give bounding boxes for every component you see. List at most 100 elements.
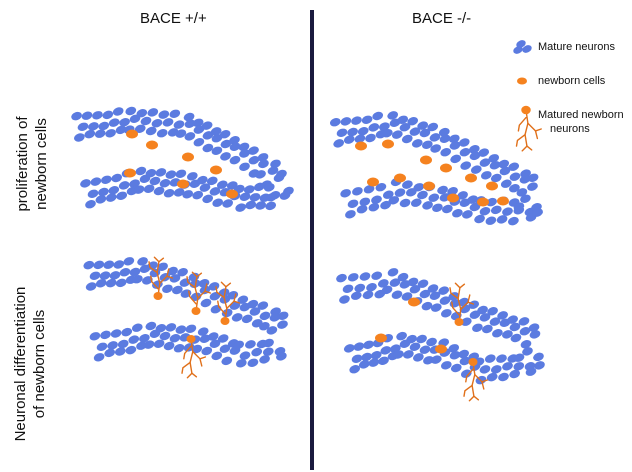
mature-neuron	[366, 282, 377, 292]
newborn-cell	[440, 163, 452, 173]
newborn-cell	[408, 297, 420, 307]
mature-neuron	[489, 161, 501, 170]
mature-neuron	[201, 346, 213, 356]
mature-neuron	[156, 128, 168, 138]
mature-neuron	[259, 355, 270, 364]
mature-neuron	[263, 183, 275, 192]
matured-newborn-neuron	[515, 105, 542, 152]
mature-neuron	[439, 134, 451, 144]
mature-neuron	[440, 147, 452, 157]
mature-neuron	[347, 199, 359, 209]
mature-neuron	[185, 324, 197, 334]
newborn-cell	[177, 179, 189, 189]
mature-neuron	[363, 340, 374, 350]
mature-neuron	[336, 273, 347, 283]
mature-neuron	[432, 203, 443, 213]
mature-neuron	[257, 301, 269, 310]
mature-neuron	[143, 184, 155, 194]
mature-neuron	[350, 291, 362, 300]
mature-neuron	[438, 286, 450, 295]
mature-neuron	[402, 180, 413, 189]
mature-neuron	[125, 106, 137, 116]
mature-neuron	[98, 121, 110, 131]
mature-neuron	[165, 170, 177, 179]
mature-neuron	[113, 260, 125, 269]
mature-neuron	[114, 347, 126, 356]
mature-neuron	[125, 345, 137, 355]
newborn-cell	[210, 165, 222, 175]
mature-neuron	[87, 189, 99, 199]
mature-neuron	[490, 173, 502, 183]
mature-neuron	[381, 285, 393, 295]
mature-neuron	[132, 274, 143, 284]
mature-neuron	[452, 208, 463, 218]
legend-label-matured-newborn-line2: neurons	[550, 123, 590, 135]
legend-newborn-cell-icon	[517, 77, 527, 85]
mature-neuron	[175, 169, 187, 179]
mature-neuron	[221, 356, 233, 366]
mature-neuron	[519, 175, 531, 184]
mature-neuron	[266, 192, 277, 202]
legend-label-matured-newborn-line1: Matured newborn	[538, 109, 624, 121]
mature-neuron	[448, 344, 460, 353]
mature-neuron	[439, 296, 451, 305]
mature-neuron	[134, 124, 146, 134]
mature-neuron	[393, 350, 404, 359]
mature-neuron	[119, 267, 131, 277]
mature-neuron	[489, 317, 501, 326]
mature-neuron	[417, 190, 428, 200]
neuron-soma	[153, 291, 163, 301]
mature-neuron	[496, 215, 508, 224]
mature-neuron	[220, 152, 231, 161]
mature-neuron	[197, 327, 209, 336]
mature-neuron	[136, 341, 147, 350]
mature-neuron	[121, 327, 133, 337]
mature-neuron	[184, 132, 196, 141]
mature-neuron	[108, 185, 120, 195]
mature-neuron	[128, 335, 140, 344]
mature-neuron	[409, 342, 421, 352]
mature-neuron	[212, 198, 224, 207]
mature-neuron	[422, 201, 433, 210]
mature-neuron	[499, 166, 511, 176]
newborn-cell	[182, 152, 194, 162]
mature-neuron	[406, 334, 417, 344]
newborn-cell	[367, 177, 379, 187]
column-title-wildtype: BACE +/+	[140, 10, 207, 27]
mature-neuron	[247, 358, 259, 368]
mature-neuron	[485, 216, 497, 225]
mature-neuron	[370, 350, 382, 360]
mature-neuron	[211, 351, 223, 361]
mature-neuron	[479, 158, 491, 167]
mature-neuron	[430, 303, 442, 312]
mature-neuron	[221, 308, 233, 318]
mature-neuron	[108, 118, 120, 127]
mature-neuron	[118, 181, 130, 190]
mature-neuron	[516, 188, 528, 197]
mature-neuron	[396, 331, 407, 341]
mature-neuron	[354, 283, 366, 293]
mature-neuron	[159, 331, 171, 341]
mature-neuron	[117, 339, 129, 349]
mature-neuron	[365, 133, 376, 143]
legend-label-mature-neurons: Mature neurons	[538, 41, 616, 53]
mature-neuron	[413, 353, 424, 362]
newborn-cell	[423, 181, 435, 191]
newborn-cell	[435, 344, 447, 354]
mature-neuron	[169, 333, 181, 343]
mature-neuron	[487, 306, 498, 316]
mature-neuron	[207, 332, 219, 341]
mature-neuron	[209, 339, 221, 349]
mature-neuron	[131, 323, 143, 332]
mature-neuron	[427, 284, 439, 293]
mature-neuron	[518, 317, 530, 326]
mature-neuron	[410, 198, 422, 207]
mature-neuron	[419, 128, 431, 138]
mature-neuron	[90, 177, 102, 186]
panel-ko-proliferation	[329, 111, 543, 226]
mature-neuron	[509, 183, 520, 193]
mature-neuron	[74, 133, 85, 142]
mature-neuron	[200, 298, 212, 308]
mature-neuron	[484, 354, 496, 363]
mature-neuron	[449, 141, 461, 150]
